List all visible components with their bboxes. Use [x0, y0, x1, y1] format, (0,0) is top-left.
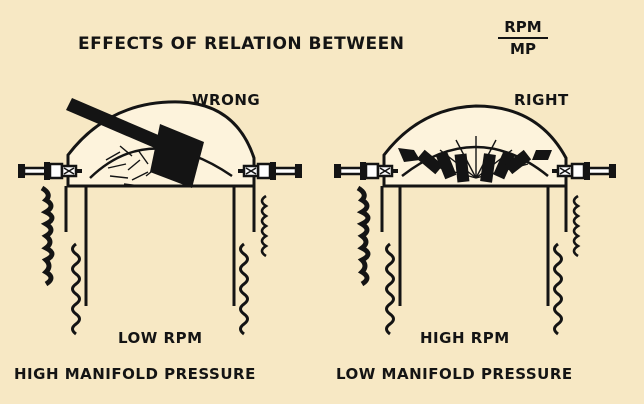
rpm-mp-ratio: RPM MP: [494, 18, 552, 58]
ratio-denominator: MP: [494, 40, 552, 58]
right-cylinder: [334, 106, 616, 334]
right-caption-pressure: LOW MANIFOLD PRESSURE: [336, 367, 573, 382]
left-caption-pressure: HIGH MANIFOLD PRESSURE: [14, 367, 256, 382]
right-cooling-fin-icon: [358, 188, 368, 284]
left-cylinder: [18, 98, 302, 334]
diagram-title: EFFECTS OF RELATION BETWEEN: [78, 36, 404, 53]
right-caption-rpm: HIGH RPM: [420, 331, 510, 346]
left-caption-rpm: LOW RPM: [118, 331, 203, 346]
left-cooling-fin-icon: [42, 188, 52, 284]
label-right: RIGHT: [514, 93, 569, 108]
ratio-fraction-bar: [498, 37, 548, 39]
label-wrong: WRONG: [192, 93, 260, 108]
ratio-numerator: RPM: [494, 18, 552, 36]
